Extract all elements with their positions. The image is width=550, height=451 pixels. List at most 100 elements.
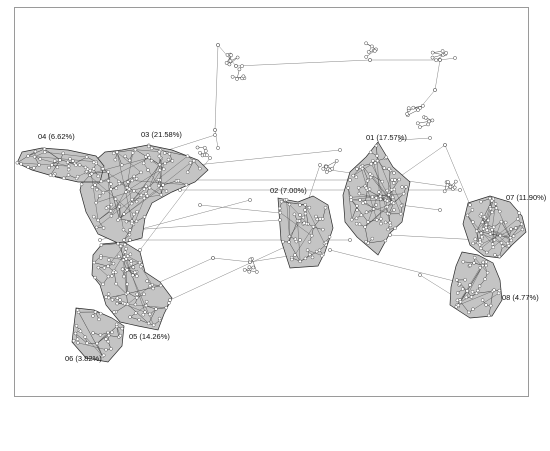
network-edge — [169, 239, 301, 301]
network-node — [101, 166, 105, 171]
cluster-edge — [305, 204, 325, 244]
network-node — [26, 154, 30, 158]
cluster-edge — [117, 149, 136, 153]
network-node — [461, 287, 465, 291]
cluster-edge — [388, 179, 400, 195]
network-node — [476, 288, 480, 293]
network-node — [101, 190, 106, 195]
network-node — [118, 298, 122, 302]
network-node — [213, 133, 217, 137]
cluster-edge — [139, 319, 149, 324]
network-node — [144, 303, 148, 308]
network-node — [479, 212, 484, 216]
network-node — [114, 282, 118, 286]
network-node — [514, 226, 518, 230]
network-node — [134, 219, 139, 224]
network-node — [110, 330, 114, 334]
network-node — [387, 167, 391, 171]
network-node — [116, 241, 120, 246]
network-node — [19, 162, 23, 166]
network-node — [33, 149, 38, 154]
network-node — [433, 88, 437, 92]
network-node — [303, 211, 308, 216]
network-node — [83, 165, 88, 170]
network-node — [142, 215, 147, 219]
cluster-edge — [132, 180, 187, 185]
cluster-hull-03 — [79, 144, 209, 245]
network-node — [284, 198, 289, 202]
network-node — [474, 291, 479, 295]
network-node — [385, 188, 389, 193]
network-node — [146, 168, 150, 172]
network-node — [115, 301, 119, 306]
network-node — [498, 209, 502, 214]
nodes-layer — [15, 41, 525, 358]
network-node — [157, 149, 162, 154]
satellite-node — [254, 270, 259, 274]
cluster-edge — [117, 162, 191, 221]
network-node — [77, 163, 82, 167]
network-node — [458, 300, 463, 304]
network-node — [519, 222, 524, 226]
network-node — [164, 306, 168, 310]
satellite-node — [430, 118, 435, 123]
network-edge — [389, 234, 481, 241]
network-node — [113, 157, 118, 162]
satellite-node — [453, 179, 458, 184]
network-node — [135, 209, 139, 214]
cluster-edge — [288, 241, 301, 262]
network-node — [134, 176, 139, 181]
network-node — [98, 311, 103, 316]
network-node — [315, 217, 319, 222]
cluster-edge — [96, 332, 109, 344]
cluster-edge — [119, 205, 124, 230]
satellite-node — [444, 51, 449, 55]
cluster-edge — [322, 207, 326, 219]
network-node — [467, 310, 471, 315]
network-node — [294, 239, 298, 244]
network-node — [358, 198, 362, 202]
network-node — [297, 219, 302, 223]
network-node — [391, 201, 396, 206]
network-node — [371, 207, 376, 211]
network-node — [360, 166, 365, 171]
network-edge — [439, 57, 456, 61]
network-node — [392, 171, 396, 175]
cluster-hulls-layer — [16, 141, 527, 363]
network-node — [310, 255, 315, 260]
network-node — [386, 227, 390, 232]
cluster-label-05: 05 (14.26%) — [129, 332, 170, 341]
cluster-label-08: 08 (4.77%) — [502, 293, 539, 302]
network-node — [348, 238, 352, 242]
network-node — [120, 163, 124, 167]
network-node — [133, 302, 138, 307]
network-node — [501, 244, 505, 249]
satellite-node — [430, 55, 435, 60]
network-node — [487, 313, 491, 318]
satellite-node — [364, 55, 369, 59]
network-node — [157, 162, 162, 167]
network-node — [489, 303, 493, 308]
network-node — [68, 157, 72, 161]
cluster-edge — [127, 255, 140, 263]
network-node — [349, 195, 353, 200]
cluster-edge — [149, 157, 160, 165]
network-node — [493, 253, 497, 257]
cluster-edge — [501, 221, 511, 238]
network-node — [109, 214, 114, 218]
network-node — [418, 273, 422, 277]
network-node — [112, 310, 116, 314]
network-node — [359, 213, 363, 217]
satellite-node — [324, 164, 329, 169]
network-node — [479, 246, 483, 251]
network-node — [117, 181, 122, 186]
network-node — [374, 143, 379, 148]
satellite-node — [411, 105, 416, 110]
network-node — [287, 240, 291, 244]
cluster-edge — [97, 190, 135, 221]
network-node — [443, 143, 447, 147]
network-node — [93, 310, 98, 314]
network-node — [129, 262, 134, 266]
network-node — [492, 288, 496, 292]
network-node — [509, 238, 513, 243]
